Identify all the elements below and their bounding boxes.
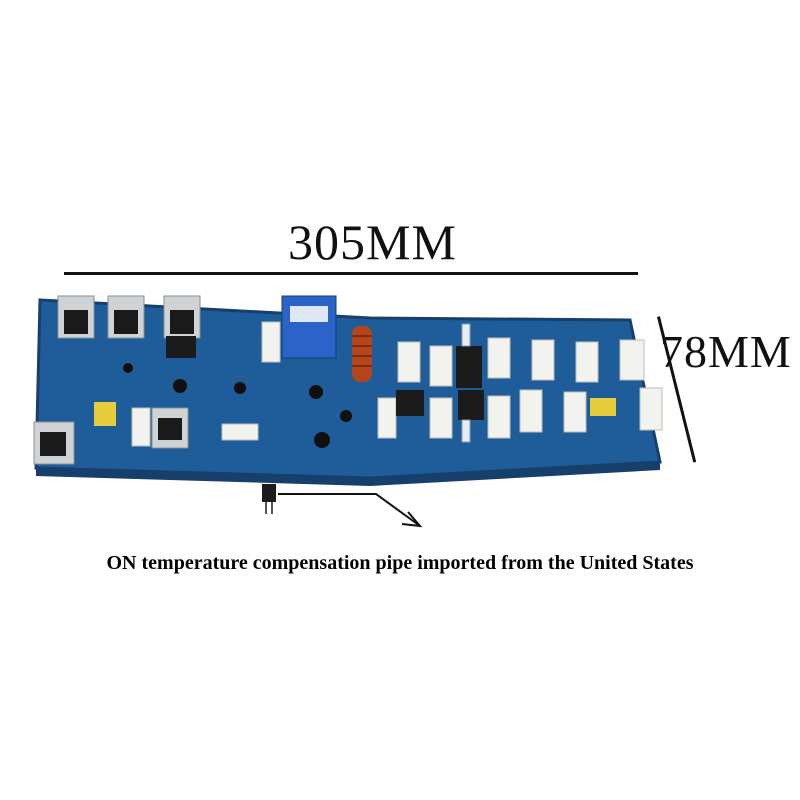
film-capacitor — [590, 398, 616, 416]
relay — [281, 295, 337, 359]
fuse — [461, 419, 471, 443]
cement-resistor — [221, 423, 259, 441]
height-dimension-label: 78MM — [660, 326, 792, 377]
width-dimension-label: 305MM — [288, 214, 457, 270]
heatsink-group-bottom — [33, 407, 189, 465]
cement-resistor-row-top — [397, 337, 645, 387]
pointer-arrow — [278, 493, 423, 528]
caption-text: ON temperature compensation pipe importe… — [106, 552, 694, 574]
width-dimension-line — [64, 272, 638, 275]
inductor-coil — [352, 326, 372, 382]
heatsink-group-top — [57, 295, 201, 358]
cement-resistor-row-bottom — [377, 387, 663, 439]
cement-resistor — [261, 321, 281, 363]
temperature-compensation-transistor — [262, 484, 276, 514]
relay-label — [290, 306, 328, 322]
film-capacitor — [94, 402, 116, 426]
terminal-blocks — [396, 346, 484, 420]
electrolytic-capacitors — [123, 363, 352, 448]
fuse — [461, 323, 471, 347]
cement-resistor — [131, 407, 151, 447]
pcb-board-edge — [36, 462, 660, 486]
